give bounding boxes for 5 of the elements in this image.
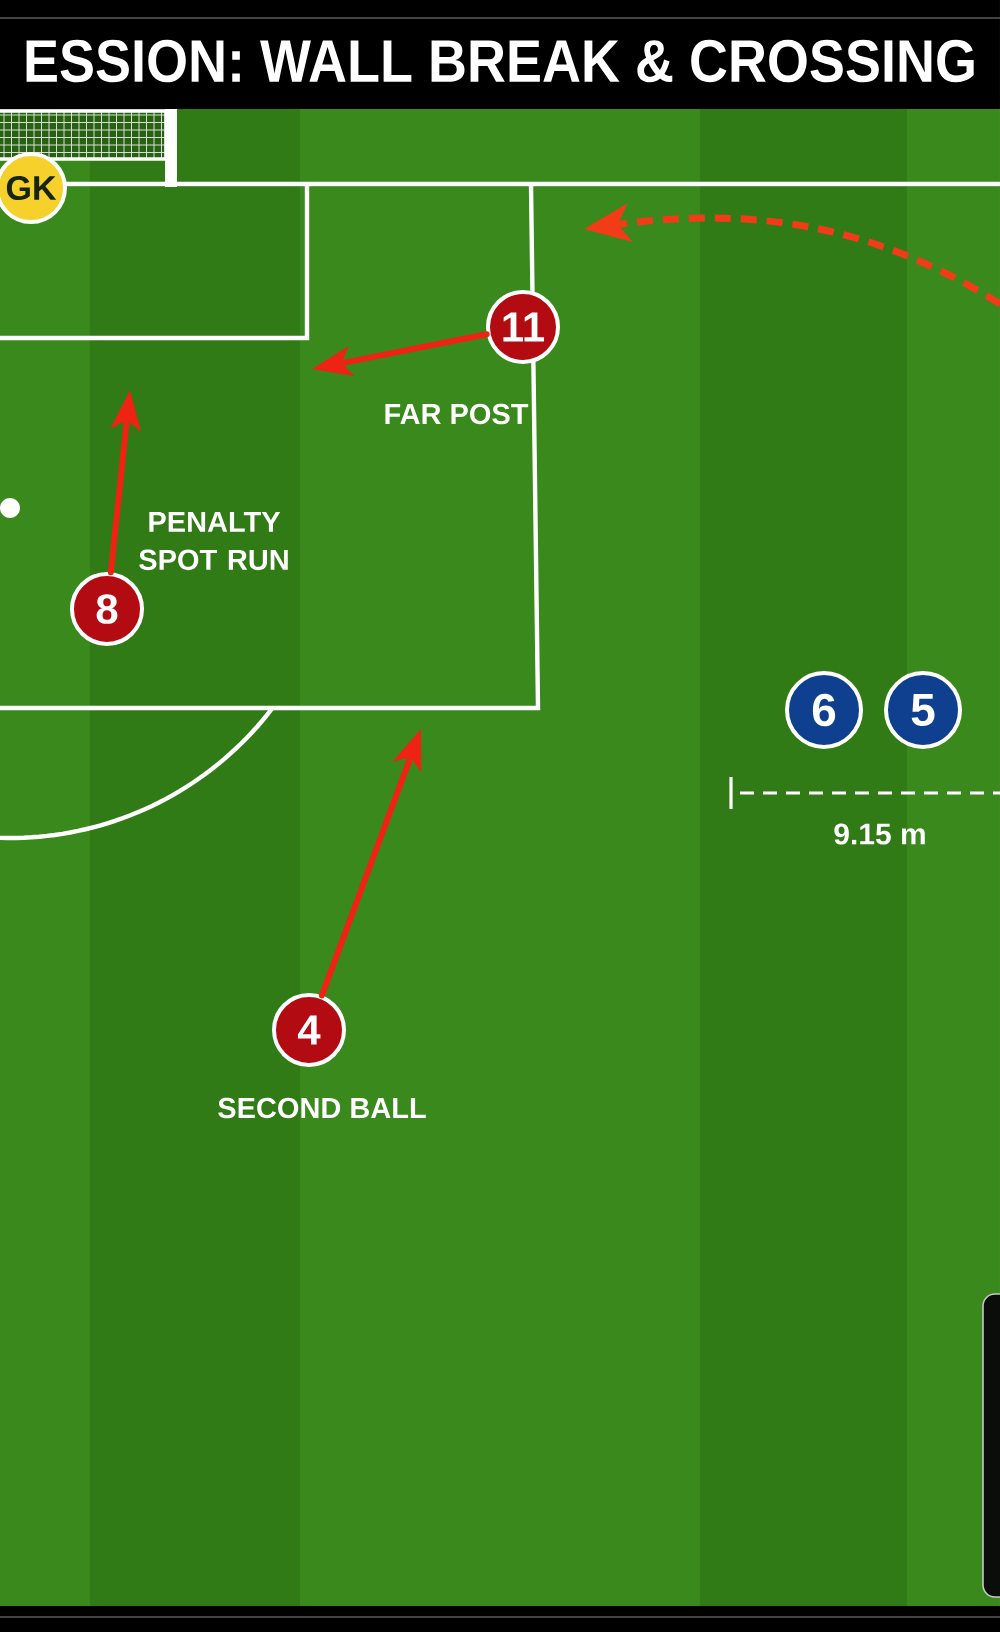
title-banner: ESSION: WALL BREAK & CROSSING (0, 0, 1000, 109)
run-label: FAR POST (385, 403, 529, 425)
run-label: PENALTY SPOT RUN (139, 511, 288, 571)
run-label: SECOND BALL (218, 1097, 426, 1119)
dimension-label: 9.15 m (834, 823, 925, 845)
